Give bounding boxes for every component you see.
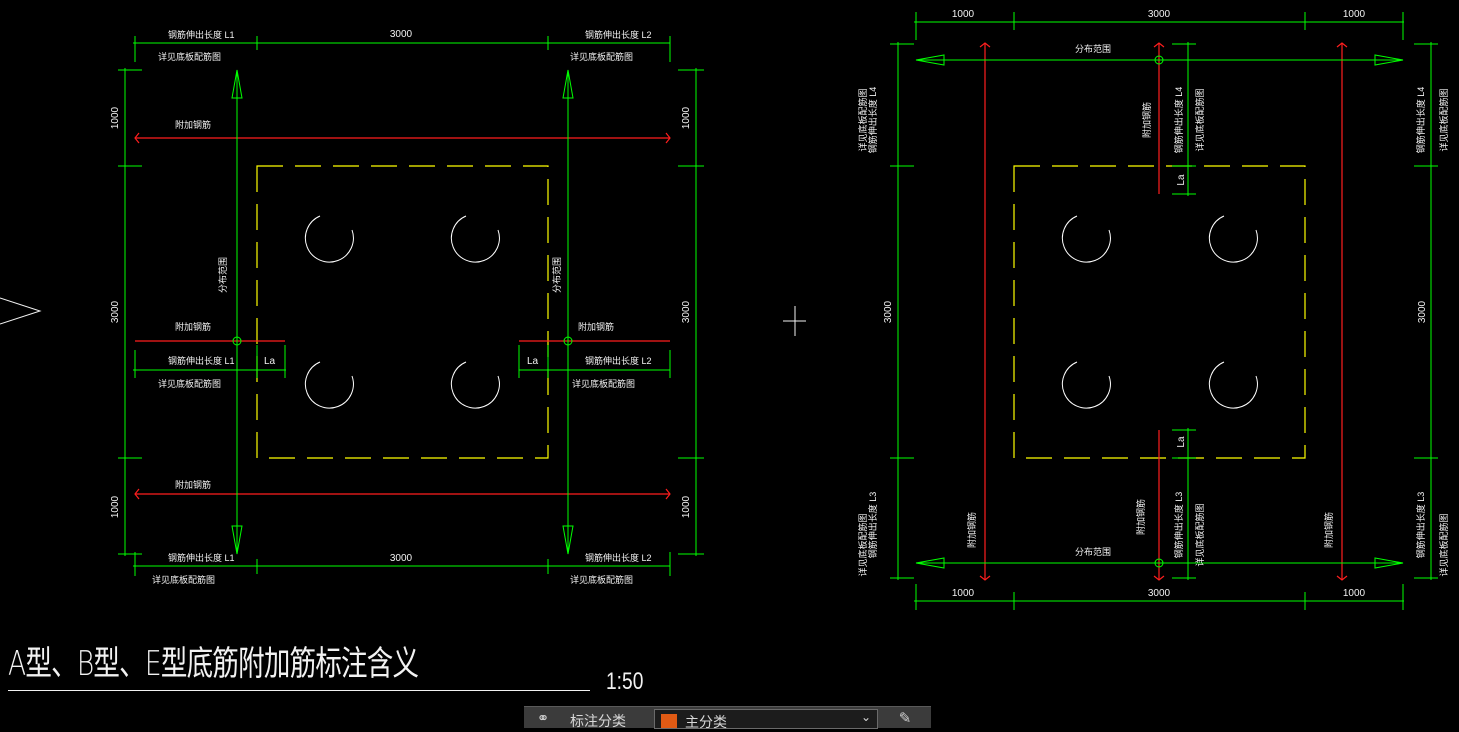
r-right-dim: 3000 [1417, 300, 1428, 323]
left-top-dim: 3000 [390, 29, 413, 40]
label-l2-bottom: 钢筋伸出长度 L2 [585, 552, 652, 563]
r-see-base-left-bottom: 详见底板配筋图 [857, 513, 868, 576]
left-dimensions [118, 36, 704, 576]
right-extra-rebars [979, 42, 1348, 581]
color-swatch [661, 714, 677, 728]
right-side-dim-3: 1000 [681, 495, 692, 518]
edit-icon[interactable]: ✎ [898, 710, 912, 727]
chevron-down-icon: ⌄ [860, 710, 871, 724]
r-left-dim: 3000 [883, 300, 894, 323]
left-side-dim-3: 1000 [110, 495, 121, 518]
right-cap-outline [1013, 165, 1306, 459]
r-top-dim-3: 1000 [1343, 9, 1366, 20]
r-label-l4-left: 钢筋伸出长度 L4 [867, 87, 878, 154]
cursor-crosshair-icon [783, 306, 806, 336]
r-la-bottom: La [1176, 436, 1187, 448]
extra-rebar-mid-right: 附加钢筋 [578, 321, 614, 332]
title-underline [8, 690, 590, 691]
dist-range-bottom: 分布范围 [1075, 546, 1111, 557]
r-see-base-center-bottom: 详见底板配筋图 [1194, 503, 1205, 566]
drawing-scale: 1:50 [606, 668, 644, 695]
r-label-l3-center: 钢筋伸出长度 L3 [1173, 492, 1184, 559]
dist-range-top: 分布范围 [1075, 43, 1111, 54]
label-l1-bottom: 钢筋伸出长度 L1 [168, 552, 235, 563]
toolbar-label: 标注分类 [570, 713, 626, 729]
partial-arrow-left-edge [0, 297, 42, 325]
pile [450, 215, 500, 263]
r-bottom-dim-1: 1000 [952, 588, 975, 599]
label-l2-mid: 钢筋伸出长度 L2 [585, 355, 652, 366]
left-extra-rebars [134, 132, 671, 500]
left-cap-outline [256, 165, 549, 459]
r-extra-rebar-center-top: 附加钢筋 [1141, 102, 1152, 138]
see-base-bottom-left: 详见底板配筋图 [152, 574, 215, 585]
see-base-top-left: 详见底板配筋图 [158, 51, 221, 62]
see-base-top-right: 详见底板配筋图 [570, 51, 633, 62]
r-see-base-right-bottom: 详见底板配筋图 [1438, 513, 1449, 576]
r-bottom-dim-3: 1000 [1343, 588, 1366, 599]
right-side-dim-1: 1000 [681, 106, 692, 129]
r-extra-rebar-center-bottom: 附加钢筋 [1135, 499, 1146, 535]
left-piles [304, 215, 500, 409]
left-side-dim-2: 3000 [110, 300, 121, 323]
r-see-base-right-top: 详见底板配筋图 [1438, 88, 1449, 151]
r-extra-rebar-right: 附加钢筋 [1323, 512, 1334, 548]
right-detail: 1000 3000 1000 1000 3000 1000 3000 3000 … [857, 9, 1449, 610]
r-label-l4-center: 钢筋伸出长度 L4 [1173, 87, 1184, 154]
left-detail: 3000 3000 1000 3000 1000 1000 3000 1000 … [110, 29, 704, 585]
pile [450, 361, 500, 409]
drawing-title: A型、B型、E型底筋附加筋标注含义 [8, 644, 419, 684]
r-see-base-center-top: 详见底板配筋图 [1194, 88, 1205, 151]
dist-range-right: 分布范围 [551, 257, 562, 293]
pile [304, 361, 354, 409]
right-side-dim-2: 3000 [681, 300, 692, 323]
pile [1061, 361, 1111, 409]
see-base-mid-right: 详见底板配筋图 [572, 378, 635, 389]
category-select[interactable]: 主分类 ⌄ [654, 709, 878, 730]
extra-rebar-top: 附加钢筋 [175, 119, 211, 130]
extra-rebar-mid-left: 附加钢筋 [175, 321, 211, 332]
r-la-top: La [1176, 174, 1187, 186]
r-label-l3-left: 钢筋伸出长度 L3 [867, 492, 878, 559]
la-right: La [527, 356, 539, 367]
category-select-value: 主分类 [685, 714, 727, 730]
r-extra-rebar-left: 附加钢筋 [966, 512, 977, 548]
dist-range-left: 分布范围 [217, 257, 228, 293]
r-see-base-left-top: 详见底板配筋图 [857, 88, 868, 151]
extra-rebar-bottom: 附加钢筋 [175, 479, 211, 490]
r-bottom-dim-2: 3000 [1148, 588, 1171, 599]
r-label-l4-right: 钢筋伸出长度 L4 [1415, 87, 1426, 154]
annotation-toolbar: ⚭ 标注分类 主分类 ⌄ ✎ [524, 706, 931, 730]
r-top-dim-1: 1000 [952, 9, 975, 20]
left-bottom-dim: 3000 [390, 553, 413, 564]
label-l2-top: 钢筋伸出长度 L2 [585, 29, 652, 40]
pile [1208, 215, 1258, 263]
pile [1208, 361, 1258, 409]
pile [1061, 215, 1111, 263]
r-top-dim-2: 3000 [1148, 9, 1171, 20]
label-l1-top: 钢筋伸出长度 L1 [168, 29, 235, 40]
right-dimensions [890, 12, 1438, 610]
see-base-bottom-right: 详见底板配筋图 [570, 574, 633, 585]
layers-icon[interactable]: ⚭ [536, 710, 550, 727]
see-base-mid-left: 详见底板配筋图 [158, 378, 221, 389]
la-left: La [264, 356, 276, 367]
label-l1-mid: 钢筋伸出长度 L1 [168, 355, 235, 366]
right-piles [1061, 215, 1258, 409]
left-side-dim-1: 1000 [110, 106, 121, 129]
r-label-l3-right: 钢筋伸出长度 L3 [1415, 492, 1426, 559]
pile [304, 215, 354, 263]
